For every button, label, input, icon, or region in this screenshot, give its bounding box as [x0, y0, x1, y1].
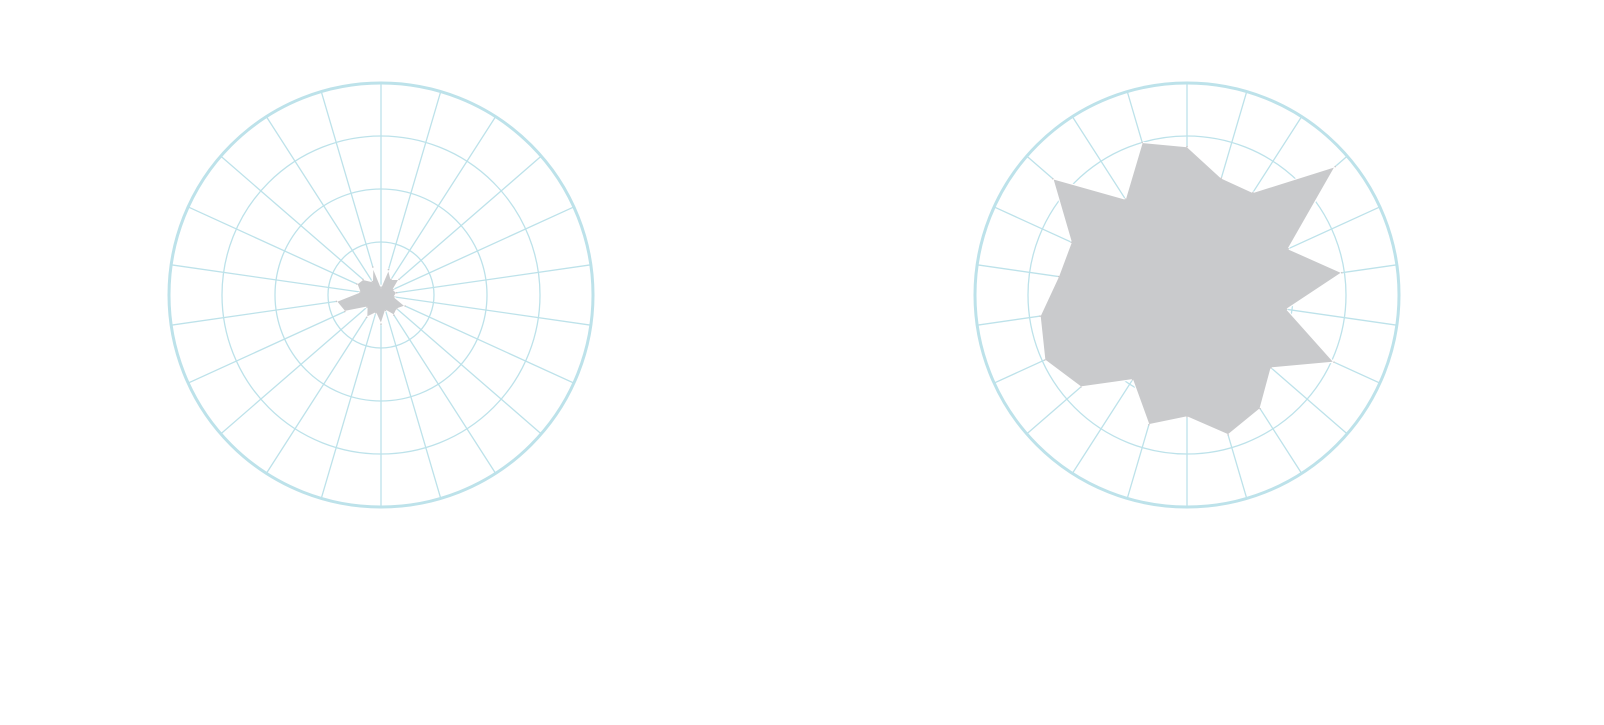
- data-point: [375, 312, 377, 314]
- grid-spoke: [380, 116, 497, 296]
- grid-spoke: [380, 206, 575, 296]
- data-point: [356, 283, 358, 285]
- data-point: [1124, 198, 1127, 200]
- grid-spoke: [320, 294, 382, 499]
- data-point: [1057, 275, 1060, 278]
- data-point: [1070, 241, 1073, 243]
- data-point: [362, 278, 364, 281]
- grid-spoke: [380, 264, 591, 296]
- data-point: [380, 286, 382, 288]
- grid-spoke: [265, 294, 382, 474]
- grid-spoke: [320, 91, 382, 296]
- data-point: [380, 323, 382, 325]
- grid-spoke: [220, 294, 382, 435]
- data-point: [395, 291, 398, 294]
- data-point: [1052, 177, 1054, 180]
- data-point: [366, 306, 368, 308]
- data-point: [387, 268, 390, 271]
- grid-spoke: [380, 294, 442, 499]
- data-point: [398, 278, 400, 281]
- data-point: [1285, 308, 1288, 311]
- data-point: [384, 309, 387, 312]
- data-point: [393, 296, 395, 298]
- data-point: [359, 291, 361, 293]
- data-point: [1287, 248, 1289, 250]
- data-point: [390, 278, 392, 281]
- data-point: [1044, 359, 1046, 361]
- data-point: [365, 316, 368, 319]
- data-point: [1141, 141, 1143, 144]
- data-point: [344, 310, 346, 313]
- data-point: [371, 280, 374, 283]
- grid-spoke: [265, 116, 382, 296]
- data-point: [1334, 165, 1336, 168]
- data-point: [1220, 177, 1223, 179]
- polar-chart-right: [973, 81, 1401, 509]
- grid-spoke: [380, 294, 575, 384]
- data-area: [1039, 141, 1344, 436]
- data-point: [1131, 378, 1134, 381]
- grid-spoke: [380, 155, 542, 296]
- grid-spoke: [380, 294, 591, 326]
- polar-chart-left: [167, 81, 595, 509]
- data-point: [1039, 315, 1041, 317]
- grid-spoke: [220, 155, 382, 296]
- data-point: [392, 288, 394, 291]
- data-point: [1080, 386, 1082, 388]
- grid-spoke: [380, 294, 542, 435]
- outer-ring: [167, 81, 595, 509]
- grid-spoke: [380, 91, 442, 296]
- grid-spoke: [380, 294, 497, 474]
- data-point: [1333, 361, 1335, 364]
- data-point: [396, 308, 398, 310]
- data-point: [335, 300, 338, 303]
- data-point: [393, 314, 395, 316]
- data-point: [1259, 407, 1261, 410]
- data-point: [1252, 191, 1254, 194]
- data-point: [404, 305, 406, 307]
- data-point: [1341, 271, 1343, 274]
- data-point: [1270, 367, 1272, 369]
- grid-spoke: [187, 206, 382, 296]
- data-point: [1227, 434, 1229, 436]
- data-point: [1148, 423, 1150, 426]
- data-point: [372, 266, 374, 268]
- grid-spoke: [171, 264, 382, 296]
- outer-ring: [973, 81, 1401, 509]
- data-point: [1186, 145, 1188, 148]
- data-point: [1186, 416, 1188, 418]
